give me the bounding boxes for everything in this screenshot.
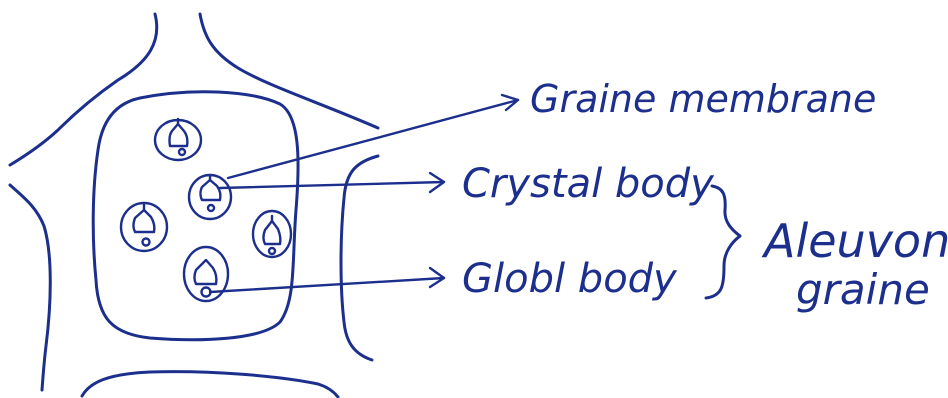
label-aleurone-line1: Aleuvone	[761, 214, 948, 268]
aleurone-grain-icon	[189, 175, 231, 219]
globoid-body	[179, 149, 185, 155]
aleurone-grain-icon	[155, 119, 201, 160]
crystal-body	[169, 124, 187, 146]
crystal-body	[195, 260, 217, 284]
globl-body-arrow	[210, 278, 444, 292]
aleurone-grains	[121, 119, 291, 301]
crystal-body	[134, 210, 155, 232]
bottom-cell-wall	[82, 372, 338, 397]
label-globl-body: Globl body	[462, 256, 678, 302]
top-cell-wall	[10, 14, 157, 165]
label-graine-membrane: Graine membrane	[530, 77, 876, 121]
aleurone-grain-icon	[184, 247, 228, 301]
globoid-body	[143, 239, 150, 246]
grain-membrane	[189, 175, 231, 219]
right-cell-wall	[341, 156, 378, 360]
grain-membrane	[155, 120, 201, 160]
crystal-body-arrow	[220, 182, 444, 188]
crystal-body	[201, 180, 221, 200]
aleurone-grain-icon	[253, 211, 291, 257]
label-aleurone-line2: graine	[796, 265, 930, 314]
aleurone-grain-icon	[121, 203, 167, 251]
globoid-body	[269, 248, 275, 254]
grain-membrane	[184, 247, 228, 301]
label-crystal-body: Crystal body	[462, 161, 715, 207]
crystal-body	[264, 221, 281, 244]
globoid-body	[208, 205, 214, 211]
left-cell-wall	[10, 185, 50, 390]
